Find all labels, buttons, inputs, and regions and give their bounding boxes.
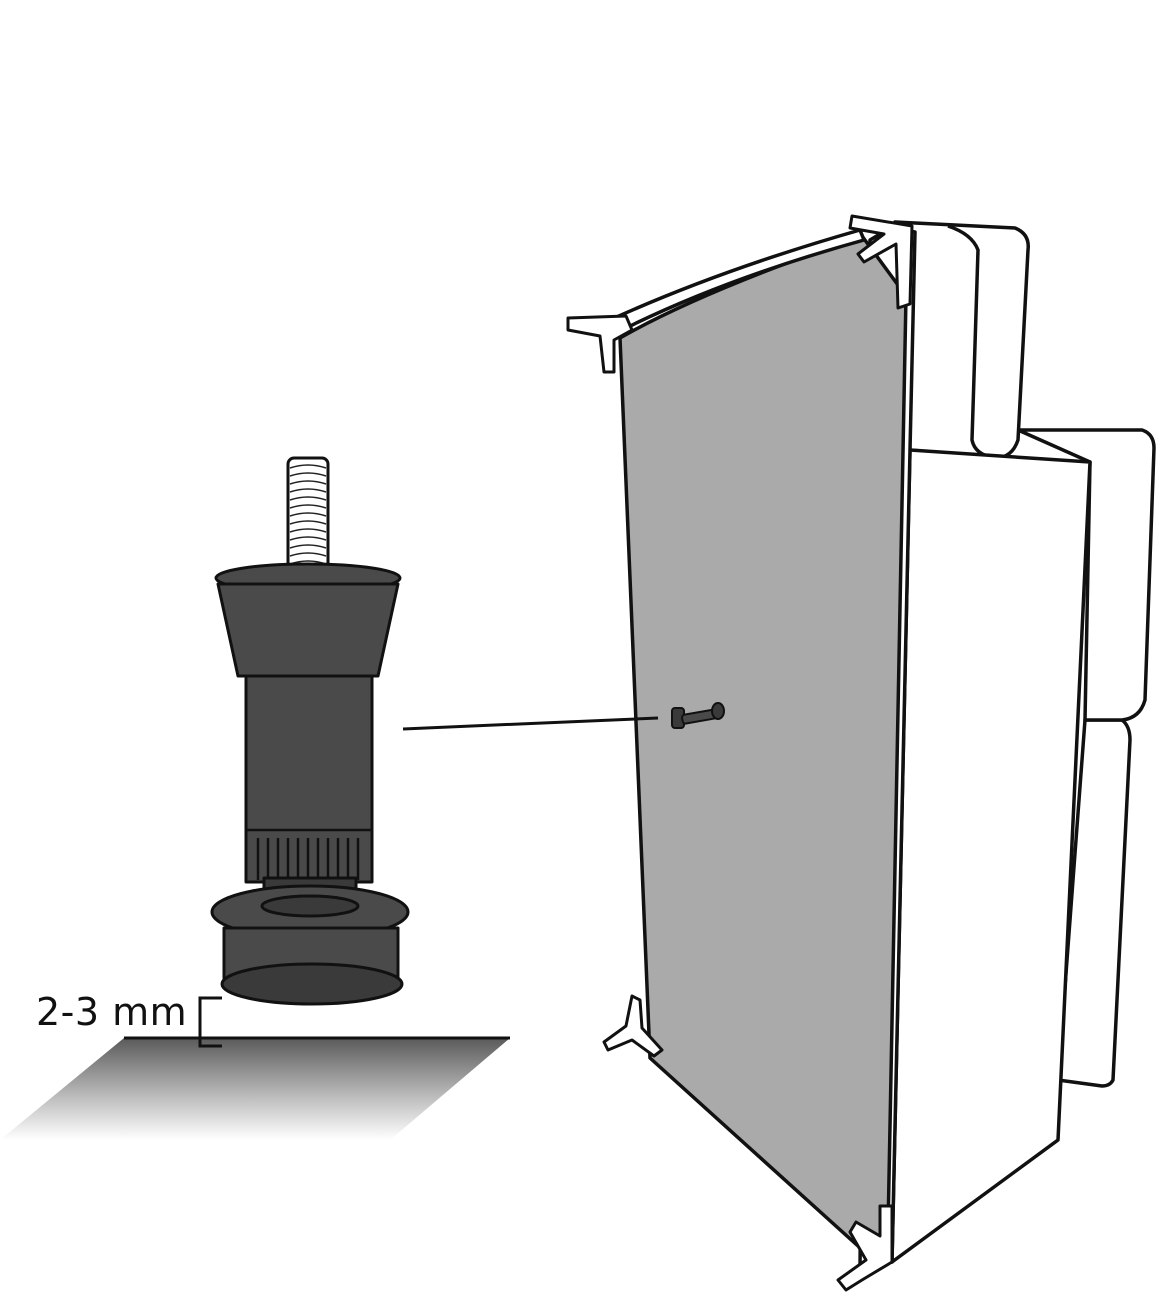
dimension-bracket: [198, 996, 222, 1048]
cabinet-icon: [608, 220, 1156, 1270]
cabinet-front-face: [890, 448, 1092, 1264]
floor-surface: [0, 1036, 510, 1140]
cabinet-side-middle: [1016, 428, 1156, 722]
bolt-icon: [671, 702, 725, 729]
adjustable-foot-icon: [210, 456, 410, 1006]
top-rail: [608, 228, 866, 336]
dimension-label: 2-3 mm: [36, 990, 188, 1034]
corner-brackets: [566, 214, 914, 1292]
back-panel: [618, 234, 908, 1248]
cabinet-side-bottom: [1056, 718, 1132, 1088]
bracket-bottom-right: [836, 1204, 894, 1292]
thread-lines: [289, 464, 327, 565]
threaded-bolt-icon: [286, 456, 330, 578]
leader-line: [402, 716, 659, 731]
bracket-top-right: [848, 214, 914, 310]
foot-ribs: [246, 828, 372, 880]
bracket-top-left: [566, 314, 634, 374]
bracket-bottom-left: [602, 994, 664, 1058]
